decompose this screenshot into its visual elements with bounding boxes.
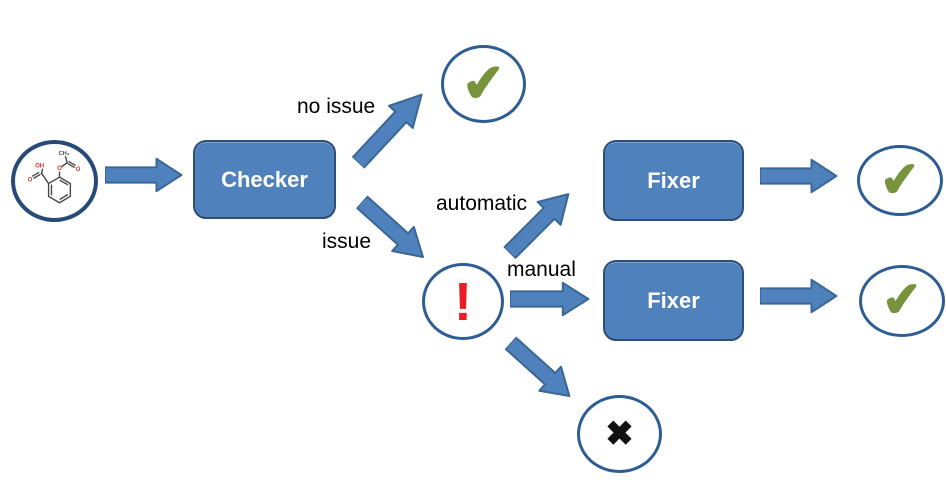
checker-node: Checker — [193, 140, 336, 219]
arrow-checker-issue — [350, 189, 437, 272]
success-node-automatic: ✔ — [857, 145, 943, 216]
arrow-issue-automatic — [497, 180, 583, 266]
edge-label-issue: issue — [322, 230, 372, 253]
atom-label-oh: OH — [35, 163, 44, 170]
cross-icon: ✖ — [605, 415, 634, 453]
edge-label-automatic: automatic — [436, 192, 528, 215]
reject-node: ✖ — [577, 395, 662, 473]
arrow-input-to-checker — [105, 157, 183, 193]
exclamation-icon: ! — [454, 271, 472, 332]
fixer-node-label: Fixer — [647, 287, 700, 313]
arrow-issue-reject — [498, 330, 582, 411]
checker-node-label: Checker — [221, 166, 308, 192]
arrow-fixer-auto-to-success — [760, 158, 838, 194]
atom-label-o-ester: O — [57, 165, 62, 172]
fixer-node-automatic: Fixer — [603, 140, 744, 221]
edge-label-no-issue: no issue — [297, 95, 376, 118]
issue-node: ! — [422, 263, 504, 340]
fixer-node-label: Fixer — [647, 167, 700, 193]
success-node-no-issue: ✔ — [441, 45, 526, 123]
input-molecule-node: OH O O O CH₃ — [11, 140, 98, 222]
atom-label-o-carbonyl: O — [75, 166, 80, 173]
atom-label-o-carboxyl: O — [27, 177, 32, 184]
atom-label-ch3: CH₃ — [58, 151, 69, 157]
check-icon: ✔ — [459, 53, 508, 115]
fixer-node-manual: Fixer — [603, 260, 744, 341]
aspirin-molecule-icon: OH O O O CH₃ — [27, 151, 80, 204]
check-icon: ✔ — [880, 272, 924, 329]
arrow-issue-manual — [510, 281, 590, 317]
arrow-checker-no-issue — [345, 81, 436, 175]
success-node-manual: ✔ — [859, 265, 945, 337]
check-icon: ✔ — [878, 152, 922, 208]
edge-label-manual: manual — [507, 258, 576, 281]
arrow-fixer-manual-to-success — [760, 278, 838, 314]
